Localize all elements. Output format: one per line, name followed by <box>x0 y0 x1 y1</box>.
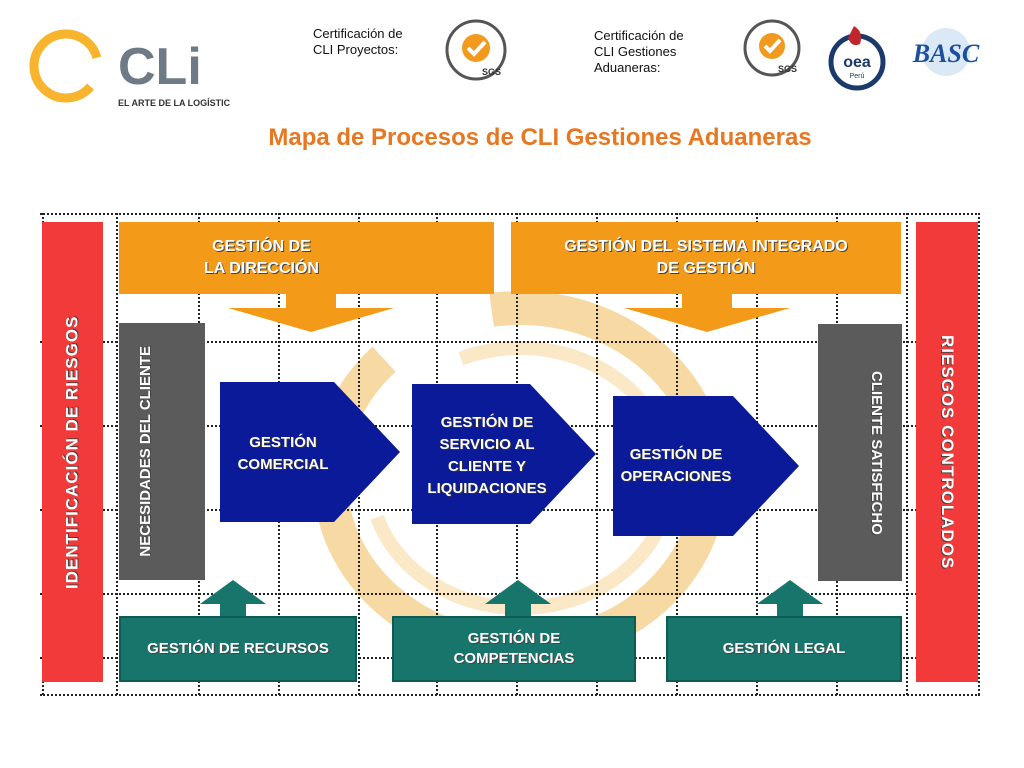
support-line2: COMPETENCIAS <box>453 650 575 667</box>
process-label-operaciones: GESTIÓN DE OPERACIONES <box>620 446 732 485</box>
logo-tagline: EL ARTE DE LA LOGÍSTICA <box>118 98 230 108</box>
basc-badge-icon: BASC <box>906 24 986 94</box>
cert-label-proyectos: Certificación de CLI Proyectos: <box>313 26 403 57</box>
grid-line <box>40 694 980 696</box>
grid-line <box>40 213 980 215</box>
client-satisfied-label: CLIENTE SATISFECHO <box>868 370 885 535</box>
strategic-box-sistema: GESTIÓN DEL SISTEMA INTEGRADO DE GESTIÓN <box>511 222 901 294</box>
svg-text:SGS: SGS <box>778 64 797 74</box>
support-line1: GESTIÓN DE <box>467 630 561 647</box>
up-arrow-icon <box>485 580 551 618</box>
strategic-line2: LA DIRECCIÓN <box>204 260 319 277</box>
seal-text: SGS <box>482 67 501 77</box>
oea-badge-icon: oea Perú <box>826 22 888 92</box>
support-box-recursos: GESTIÓN DE RECURSOS <box>119 616 357 682</box>
strategic-line1: GESTIÓN DE <box>212 238 311 255</box>
client-needs-label: NECESIDADES DEL CLIENTE <box>137 346 154 557</box>
process-label-servicio: GESTIÓN DE SERVICIO AL CLIENTE Y LIQUIDA… <box>427 414 547 497</box>
client-satisfied-bar: CLIENTE SATISFECHO <box>818 324 902 581</box>
strategic-line1: GESTIÓN DEL SISTEMA INTEGRADO <box>564 238 848 255</box>
cert-label-aduaneras: Certificación de CLI Gestiones Aduaneras… <box>594 28 684 75</box>
support-box-competencias: GESTIÓN DE COMPETENCIAS <box>392 616 636 682</box>
strategic-box-direccion: GESTIÓN DE LA DIRECCIÓN <box>119 222 494 294</box>
client-needs-bar: NECESIDADES DEL CLIENTE <box>119 323 205 580</box>
up-arrow-icon <box>200 580 266 618</box>
grid-line <box>596 213 598 695</box>
down-arrow-icon <box>228 294 394 332</box>
process-label-comercial: GESTIÓN COMERCIAL <box>237 434 329 473</box>
risks-controlled-bar: RIESGOS CONTROLADOS <box>916 222 978 682</box>
process-arrow-servicio <box>412 384 596 524</box>
svg-text:oea: oea <box>843 54 871 71</box>
sgs-seal-icon: SGS <box>444 18 508 82</box>
grid-line <box>116 213 118 695</box>
grid-line <box>40 341 980 343</box>
process-arrow-comercial <box>220 382 400 522</box>
support-line1: GESTIÓN DE RECURSOS <box>147 640 329 657</box>
page-title: Mapa de Procesos de CLI Gestiones Aduane… <box>268 124 812 151</box>
strategic-line2: DE GESTIÓN <box>656 260 756 277</box>
grid-line <box>978 213 980 695</box>
cli-logo: CLi EL ARTE DE LA LOGÍSTICA <box>22 20 237 118</box>
grid-line <box>906 213 908 695</box>
svg-text:Perú: Perú <box>850 73 865 80</box>
down-arrow-icon <box>624 294 790 332</box>
process-arrow-operaciones <box>613 396 799 536</box>
logo-wordmark: CLi <box>118 38 202 96</box>
support-box-legal: GESTIÓN LEGAL <box>666 616 902 682</box>
sgs-seal-aduaneras-icon: SGS <box>740 18 804 82</box>
svg-text:BASC: BASC <box>912 39 980 68</box>
support-line1: GESTIÓN LEGAL <box>722 640 846 657</box>
risk-identification-bar: IDENTIFICACIÓN DE RIESGOS <box>42 222 103 682</box>
up-arrow-icon <box>757 580 823 618</box>
